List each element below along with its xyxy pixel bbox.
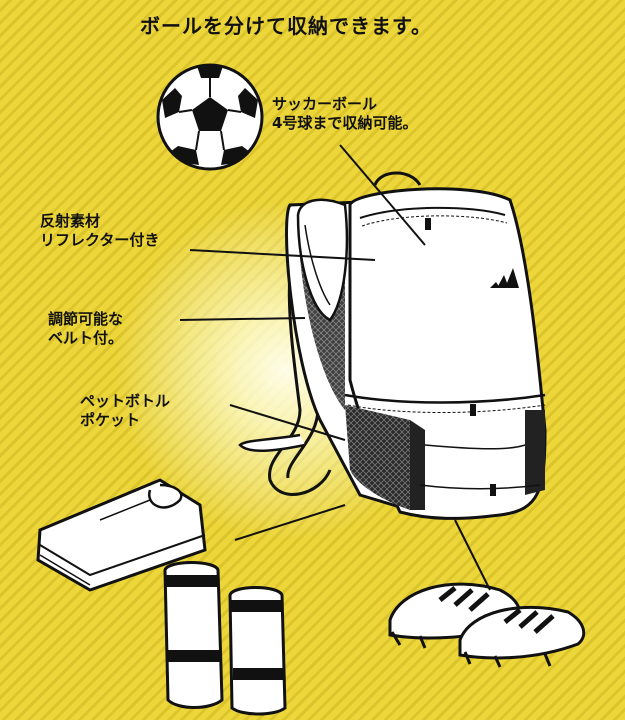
- soccer-ball-icon: [156, 63, 264, 171]
- belt-callout-line2: ベルト付。: [48, 328, 124, 347]
- folded-jersey-icon: [36, 478, 207, 592]
- soccer-cleats-icon: [388, 582, 586, 668]
- ball-callout: サッカーボール 4号球まで収納可能。: [272, 95, 417, 133]
- bottle-callout-line2: ポケット: [80, 410, 141, 429]
- belt-callout: 調節可能な ベルト付。: [48, 310, 123, 348]
- bottle-callout: ペットボトル ポケット: [80, 392, 170, 430]
- bottle-callout-line1: ペットボトル: [80, 392, 171, 410]
- backpack-icon: [238, 171, 547, 520]
- headline: ボールを分けて収納できます。: [140, 14, 432, 38]
- callout-leader-lines: [179, 144, 491, 591]
- belt-callout-line1: 調節可能な: [48, 310, 124, 328]
- reflector-callout-line2: リフレクター付き: [40, 230, 160, 249]
- ball-callout-line2: 4号球まで収納可能。: [272, 113, 418, 132]
- shin-guard-icon: [163, 561, 287, 716]
- reflector-callout-line1: 反射素材: [40, 212, 101, 230]
- brand-logo-icon: [490, 268, 519, 288]
- ball-callout-line1: サッカーボール: [272, 95, 378, 113]
- reflector-callout: 反射素材 リフレクター付き: [40, 212, 159, 250]
